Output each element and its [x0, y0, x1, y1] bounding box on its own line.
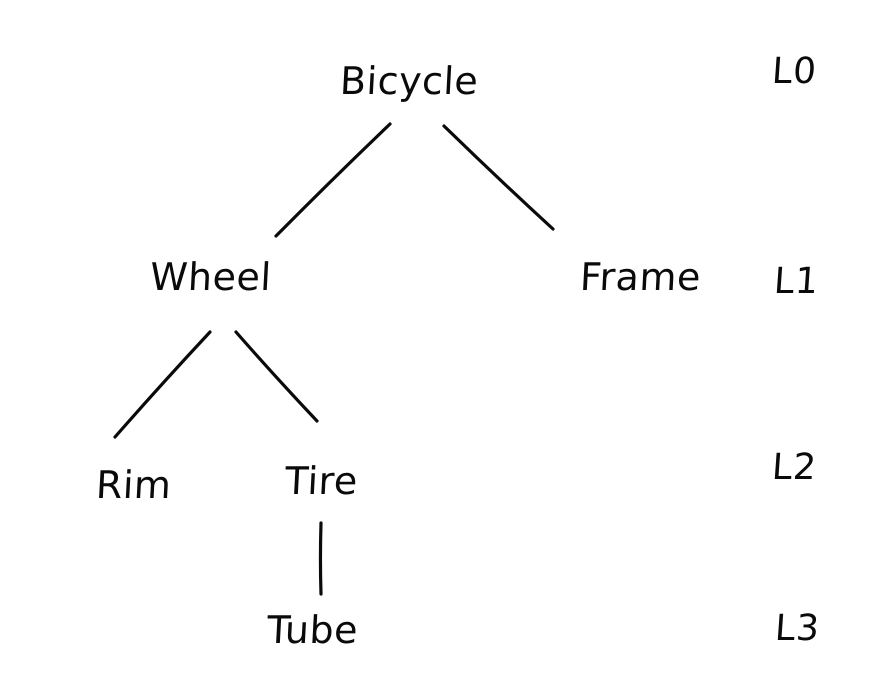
- edge-bicycle-to-frame: [442, 124, 555, 231]
- node-bicycle[interactable]: Bicycle: [338, 59, 480, 103]
- edge-wheel-to-tire: [234, 330, 319, 423]
- level-label-l3: L3: [773, 608, 822, 649]
- edge-wheel-to-rim: [113, 330, 212, 439]
- node-wheel[interactable]: Wheel: [148, 255, 273, 299]
- level-label-l0: L0: [770, 51, 819, 92]
- node-frame[interactable]: Frame: [578, 255, 703, 299]
- node-tube[interactable]: Tube: [265, 608, 360, 652]
- edge-tire-to-tube: [318, 521, 323, 596]
- edge-bicycle-to-wheel: [274, 122, 392, 238]
- node-rim[interactable]: Rim: [94, 463, 173, 507]
- node-tire[interactable]: Tire: [283, 459, 359, 503]
- level-label-l2: L2: [770, 447, 819, 488]
- level-label-l1: L1: [772, 261, 821, 302]
